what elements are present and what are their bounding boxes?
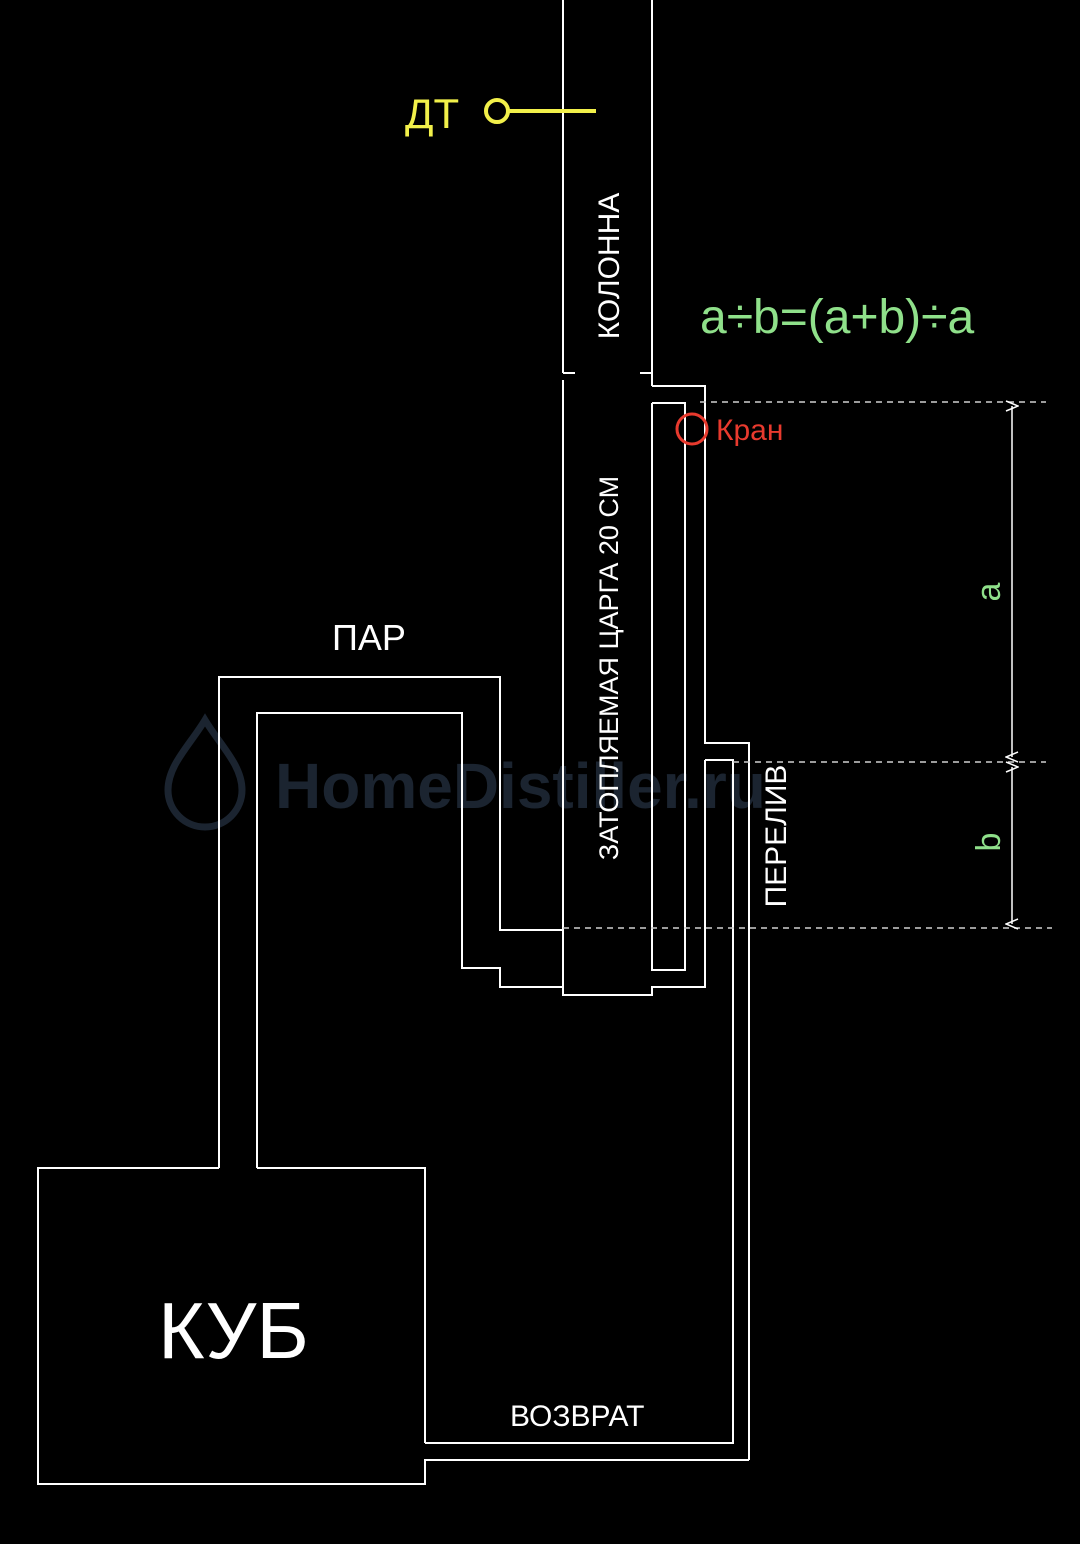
watermark-text: HomeDistiller.ru [275, 750, 766, 822]
valve: Кран [675, 412, 783, 447]
flooded-section-label: ЗАТОПЛЯЕМАЯ ЦАРГА 20 СМ [594, 476, 624, 860]
sensor-label: ДТ [405, 90, 459, 137]
return-label: ВОЗВРАТ [510, 1400, 644, 1433]
steam-label: ПАР [332, 617, 406, 658]
sensor-icon [484, 98, 510, 124]
valve-label: Кран [716, 414, 783, 447]
flooded-section [425, 380, 750, 1460]
dimension-lines [563, 401, 1052, 929]
boiler-label: КУБ [158, 1286, 309, 1375]
droplet-icon [164, 713, 246, 831]
dimension-a-label: a [970, 582, 1008, 601]
column-label: КОЛОННА [593, 193, 626, 340]
column-tube [562, 0, 653, 386]
steam-pipe [218, 676, 563, 1168]
dimension-b-label: b [970, 833, 1008, 852]
overflow-label: ПЕРЕЛИВ [760, 765, 793, 908]
valve-icon [675, 412, 709, 446]
boiler [37, 1167, 749, 1485]
temperature-sensor: ДТ [405, 90, 596, 137]
formula: a÷b=(a+b)÷a [700, 291, 975, 344]
